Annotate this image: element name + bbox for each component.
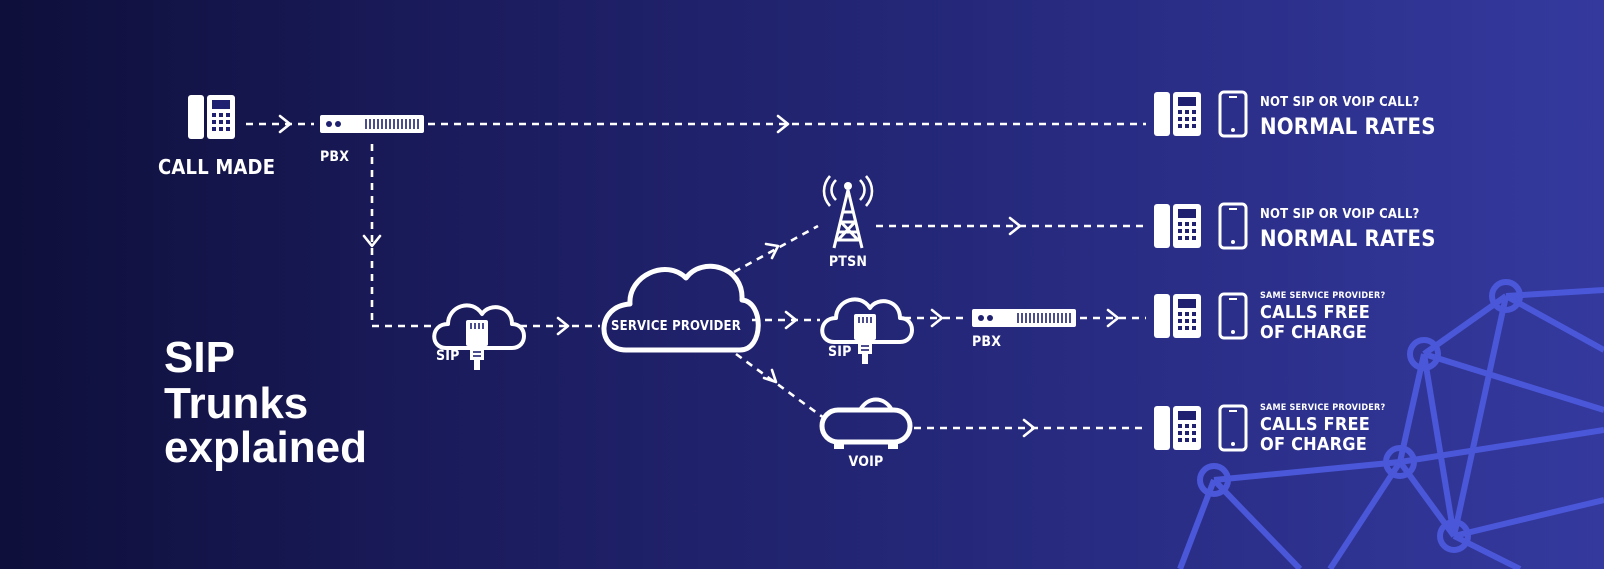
outcome-question: NOT SIP OR VOIP CALL? <box>1260 95 1419 110</box>
destination-4: SAME SERVICE PROVIDER? CALLS FREE OF CHA… <box>1154 403 1385 455</box>
mobile-phone-icon <box>1218 292 1248 340</box>
cell-tower-icon <box>822 175 874 249</box>
outcome-result: NORMAL RATES <box>1260 227 1436 252</box>
outcome-question: NOT SIP OR VOIP CALL? <box>1260 207 1419 222</box>
desk-phone-icon <box>1154 406 1201 450</box>
network-node <box>1437 519 1471 553</box>
pbx-top-label: PBX <box>320 149 349 165</box>
desk-phone-icon <box>1154 92 1201 136</box>
title-line-1: SIP <box>164 333 235 382</box>
outcome-question: SAME SERVICE PROVIDER? <box>1260 403 1385 413</box>
network-node <box>1489 279 1523 313</box>
sip-right-label: SIP <box>828 344 852 360</box>
network-decoration <box>1177 279 1604 569</box>
voip-router-icon <box>819 397 913 449</box>
ptsn-label: PTSN <box>829 254 867 270</box>
title-line-3: explained <box>164 423 367 472</box>
pbx-right-server-icon <box>971 308 1077 328</box>
outcome-question: SAME SERVICE PROVIDER? <box>1260 291 1385 301</box>
destination-2: NOT SIP OR VOIP CALL? NORMAL RATES <box>1154 202 1436 252</box>
service-provider-label: SERVICE PROVIDER <box>611 319 741 334</box>
outcome-result: CALLS FREE <box>1260 414 1370 435</box>
sip-left-label: SIP <box>436 348 460 364</box>
caller-phone-icon <box>188 95 235 139</box>
destination-1: NOT SIP OR VOIP CALL? NORMAL RATES <box>1154 90 1436 140</box>
connections <box>246 114 1146 438</box>
desk-phone-icon <box>1154 204 1201 248</box>
line-provider-to-ptsn <box>733 224 819 274</box>
page-title: SIP Trunks explained <box>164 333 367 472</box>
outcome-result: NORMAL RATES <box>1260 115 1436 140</box>
title-line-2: Trunks <box>164 379 308 428</box>
voip-label: VOIP <box>849 454 884 470</box>
outcome-result: CALLS FREE <box>1260 302 1370 323</box>
outcome-result-line2: OF CHARGE <box>1260 434 1367 455</box>
pbx-server-icon <box>319 114 425 134</box>
line-provider-to-voip <box>735 352 825 420</box>
outcome-result-line2: OF CHARGE <box>1260 322 1367 343</box>
network-node <box>1383 445 1417 479</box>
network-node <box>1197 463 1231 497</box>
mobile-phone-icon <box>1218 202 1248 250</box>
call-made-label: CALL MADE <box>158 155 275 179</box>
service-provider-cloud-icon <box>601 263 761 353</box>
mobile-phone-icon <box>1218 90 1248 138</box>
desk-phone-icon <box>1154 294 1201 338</box>
network-node <box>1407 337 1441 371</box>
mobile-phone-icon <box>1218 404 1248 452</box>
destination-3: SAME SERVICE PROVIDER? CALLS FREE OF CHA… <box>1154 291 1385 343</box>
pbx-right-label: PBX <box>972 334 1001 350</box>
